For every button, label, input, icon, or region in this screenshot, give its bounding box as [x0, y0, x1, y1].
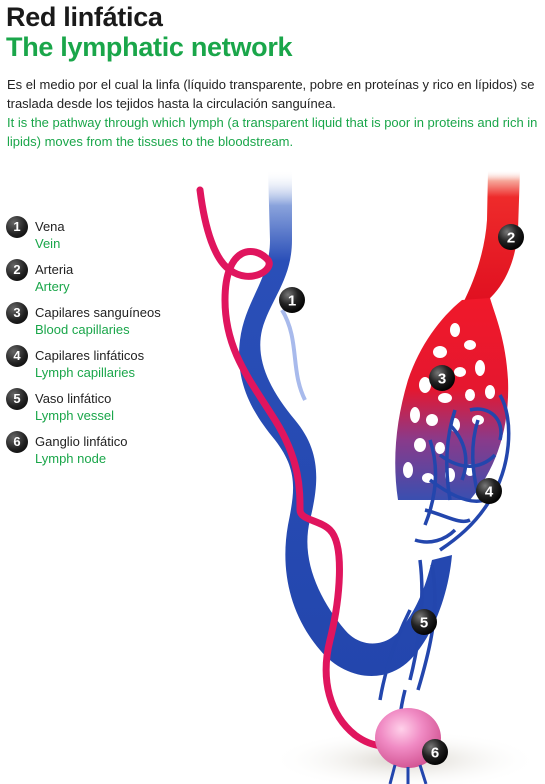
legend-label-en: Vein	[35, 236, 61, 251]
legend-label-en: Blood capillaries	[35, 322, 130, 337]
legend-number-badge: 4	[6, 345, 28, 367]
diagram-marker-1: 1	[279, 287, 305, 313]
diagram-marker-3: 3	[429, 365, 455, 391]
legend-number-badge: 6	[6, 431, 28, 453]
legend-label-en: Lymph node	[35, 451, 107, 466]
legend-label-en: Lymph capillaries	[35, 365, 135, 380]
lymph-vessel-illustration	[196, 186, 414, 750]
description-spanish: Es el medio por el cual la linfa (líquid…	[7, 77, 535, 111]
title-english: The lymphatic network	[6, 32, 293, 62]
legend-label-es: Vaso linfático	[35, 391, 112, 406]
diagram-marker-4: 4	[476, 478, 502, 504]
legend-number-badge: 2	[6, 259, 28, 281]
legend-number-badge: 3	[6, 302, 28, 324]
legend-label-en: Artery	[35, 279, 70, 294]
svg-text:2: 2	[507, 230, 515, 247]
svg-text:3: 3	[438, 371, 446, 388]
diagram-marker-2: 2	[498, 224, 524, 250]
legend-number-badge: 5	[6, 388, 28, 410]
svg-text:6: 6	[431, 745, 439, 762]
lymph-node-outflow	[388, 764, 428, 784]
vein-illustration	[239, 170, 452, 677]
svg-text:1: 1	[288, 293, 296, 310]
description-english: It is the pathway through which lymph (a…	[7, 115, 538, 149]
diagram-marker-5: 5	[411, 609, 437, 635]
svg-text:5: 5	[420, 615, 428, 632]
legend-label-es: Vena	[35, 219, 65, 234]
legend-label-en: Lymph vessel	[35, 408, 114, 423]
legend-number-badge: 1	[6, 216, 28, 238]
legend-label-es: Arteria	[35, 262, 74, 277]
legend-label-es: Capilares sanguíneos	[35, 305, 161, 320]
diagram-marker-6: 6	[422, 739, 448, 765]
artery-illustration	[395, 170, 520, 500]
svg-text:4: 4	[485, 484, 494, 501]
legend-label-es: Ganglio linfático	[35, 434, 128, 449]
title-spanish: Red linfática	[6, 2, 163, 32]
legend-label-es: Capilares linfáticos	[35, 348, 145, 363]
